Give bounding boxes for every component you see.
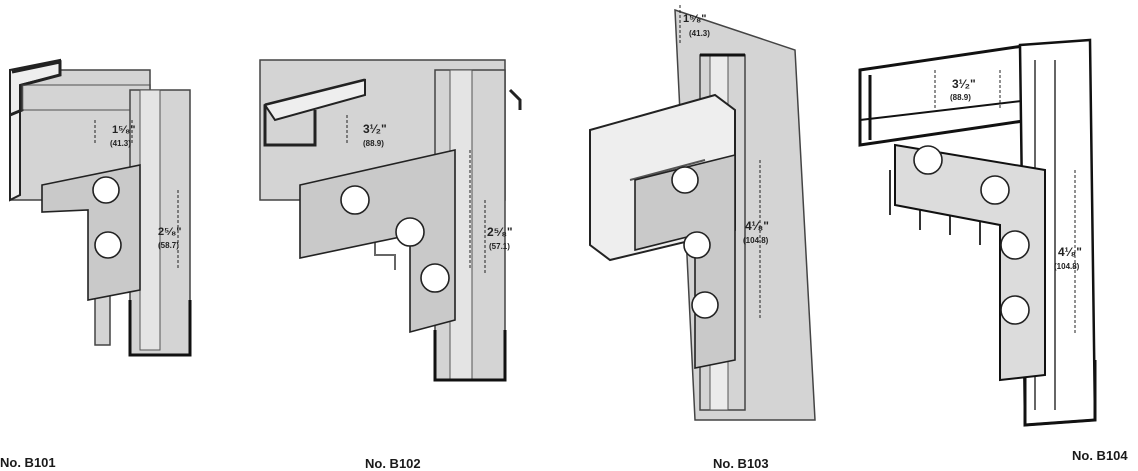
bracket-b103-illustration: 1⁵⁄₈" (41.3) 4¹⁄₈" (104.8) [589,5,816,421]
bracket-b103-panel: 1⁵⁄₈" (41.3) 4¹⁄₈" (104.8) No. B103 [585,0,835,471]
b103-height-dim: 4¹⁄₈" [745,219,769,233]
bracket-b102-panel: 3¹⁄₂" (88.9) 2⁵⁄₈" (57.1) No. B102 [255,0,555,471]
b104-height-mm: (104.8) [1054,262,1080,271]
b103-height-mm: (104.8) [743,236,769,245]
bracket-b102-caption: No. B102 [365,456,421,471]
bracket-b104-panel: 3¹⁄₂" (88.9) 4¹⁄₈" (104.8) No. B104 [850,0,1138,471]
bracket-b102-illustration: 3¹⁄₂" (88.9) 2⁵⁄₈" (57.1) [259,59,522,382]
b102-width-dim: 3¹⁄₂" [363,122,387,136]
b102-width-mm: (88.9) [363,139,384,148]
b101-height-dim: 2⁵⁄₈" [158,226,182,238]
b104-width-dim: 3¹⁄₂" [952,77,976,91]
bracket-b101-caption: No. B101 [0,455,56,470]
bracket-b103-caption: No. B103 [713,456,769,471]
b101-width-mm: (41.3) [110,139,131,148]
b103-width-dim: 1⁵⁄₈" [683,13,707,25]
b102-height-mm: (57.1) [489,242,510,251]
bracket-b104-illustration: 3¹⁄₂" (88.9) 4¹⁄₈" (104.8) [858,38,1097,427]
b101-width-dim: 1⁵⁄₈" [112,124,136,136]
bracket-b104-caption: No. B104 [1072,448,1128,463]
b101-height-mm: (58.7) [158,241,179,250]
bracket-b101-panel: 1⁵⁄₈" (41.3) 2⁵⁄₈" (58.7) No. B101 [0,0,230,471]
b102-height-dim: 2⁵⁄₈" [487,225,513,239]
b103-width-mm: (41.3) [689,29,710,38]
b104-width-mm: (88.9) [950,93,971,102]
bracket-b101-illustration: 1⁵⁄₈" (41.3) 2⁵⁄₈" (58.7) [9,58,192,357]
b104-height-dim: 4¹⁄₈" [1058,245,1082,259]
